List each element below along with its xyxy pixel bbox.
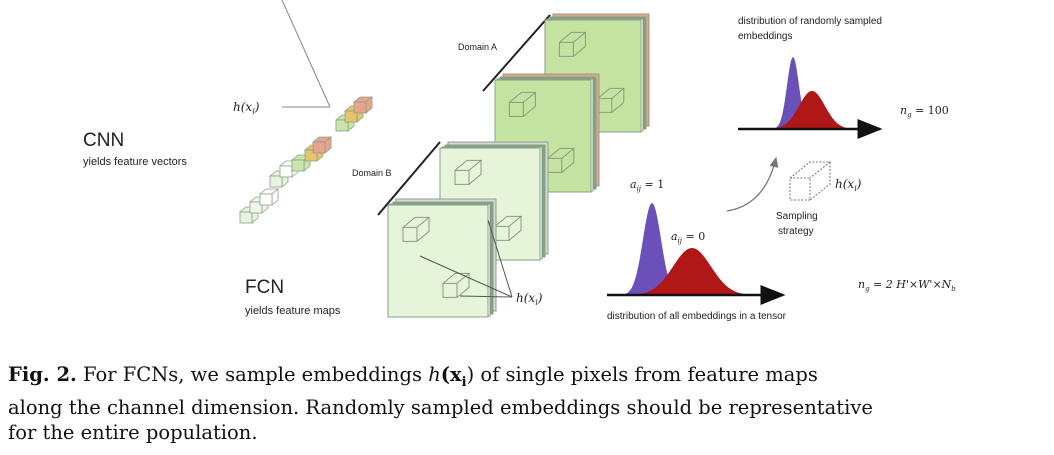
feature-cube (291, 159, 305, 172)
feature-cube (312, 141, 326, 154)
sampling-strategy-label-2: strategy (778, 226, 814, 237)
feature-cube (304, 149, 318, 162)
caption-math: (x (440, 363, 462, 386)
sampling-strategy-label: Sampling (776, 211, 818, 222)
figure-caption: Fig. 2. For FCNs, we sample embeddings h… (8, 362, 1048, 445)
feature-cube (249, 201, 263, 214)
domain-b-divider (377, 141, 441, 216)
ng-bottom-label: ng = 2 H'×W'×Nb (858, 278, 956, 293)
hx-pointer-line (419, 255, 513, 298)
a-ij-1-label: aij = 1 (630, 178, 664, 193)
bottom-red-distribution (632, 248, 760, 295)
caption-label: Fig. 2. (8, 363, 77, 386)
fcn-title: FCN (245, 277, 284, 298)
diagram: CNN yields feature vectors h(xi) Domain … (83, 0, 956, 322)
feature-cube (269, 175, 283, 188)
feature-cube (353, 101, 367, 114)
caption-line-3: for the entire population. (8, 420, 258, 444)
caption-text: For FCNs, we sample embeddings (76, 363, 429, 386)
caption-math: h (428, 363, 441, 386)
domain-b-label: Domain B (352, 168, 392, 178)
cnn-feature-vectors (238, 96, 374, 224)
embedding-cube-icon (454, 159, 483, 185)
caption-math-sub: i (461, 374, 467, 390)
top-red-distribution (775, 91, 865, 129)
embedding-cube-icon (558, 31, 587, 57)
caption-text: of single pixels from feature maps (474, 363, 818, 386)
feature-cube (239, 211, 253, 224)
top-dist-title-2: embeddings (738, 31, 792, 42)
feature-map-layer (387, 204, 489, 318)
bottom-purple-distribution (620, 203, 690, 295)
sampled-embedding-cube-icon (789, 161, 832, 201)
feature-cube (335, 119, 349, 132)
fcn-subtitle: yields feature maps (245, 305, 341, 317)
hx-pointer-line (459, 295, 513, 298)
caption-line-2: along the channel dimension. Randomly sa… (8, 395, 873, 419)
top-purple-distribution (770, 57, 830, 129)
embedding-cube-icon (508, 91, 537, 117)
caption-math: ) (466, 363, 475, 386)
embedding-cube-icon (402, 216, 431, 242)
ng-top-label: ng = 100 (900, 104, 949, 119)
bottom-dist-title: distribution of all embeddings in a tens… (607, 311, 787, 322)
domain-a-divider (482, 14, 551, 92)
feature-cube (279, 165, 293, 178)
sampling-arrow (726, 156, 779, 212)
hx-pointer-line (281, 0, 331, 108)
a-ij-0-label: aij = 0 (671, 230, 705, 245)
cnn-hx-label: h(xi) (233, 100, 260, 116)
hx-pointer-line (487, 219, 513, 298)
cnn-subtitle: yields feature vectors (83, 156, 187, 168)
sampling-hx-label: h(xi) (835, 177, 862, 193)
top-dist-title: distribution of randomly sampled (738, 16, 882, 27)
domain-a-label: Domain A (458, 42, 497, 52)
domain-b-feature-map-front (387, 198, 497, 318)
feature-cube (259, 193, 273, 206)
feature-cube (344, 110, 358, 123)
fcn-hx-label: h(xi) (516, 291, 543, 307)
cnn-title: CNN (83, 130, 124, 151)
